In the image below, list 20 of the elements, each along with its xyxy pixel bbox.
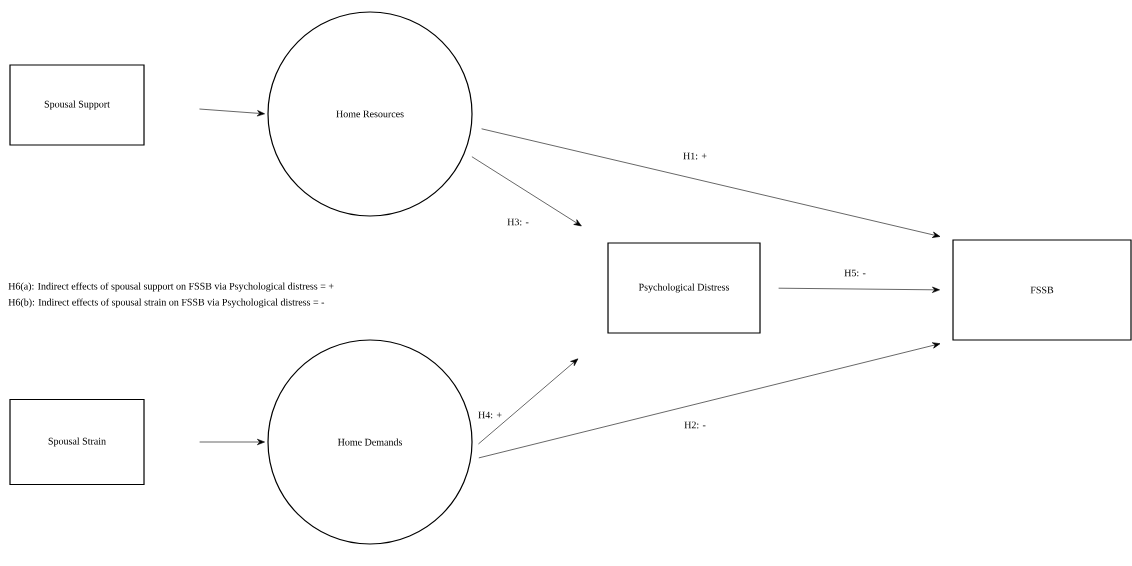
edge-label: H4: + — [477, 410, 503, 420]
edge-label: H2: - — [683, 420, 707, 430]
note-text: H6(b): Indirect effects of spousal strain on FSSB via Psychological distress = - — [8, 298, 325, 308]
rectangle-box: Psychological Distress — [607, 242, 761, 334]
edge-label: H3: - — [506, 217, 530, 227]
circle-node: Home Resources — [267, 11, 473, 217]
arrow — [199, 438, 265, 446]
circle-node: Home Demands — [267, 339, 473, 545]
edge-label: H1: + — [682, 151, 708, 161]
note-text: H6(a): Indirect effects of spousal support on FSSB via Psychological distress = + — [8, 282, 334, 292]
arrow — [478, 358, 579, 445]
rectangle-box: Spousal Strain — [9, 398, 145, 486]
arrow — [478, 342, 941, 459]
edge-label: H5: - — [843, 268, 867, 278]
arrow — [778, 286, 940, 293]
arrow — [199, 108, 265, 117]
arrow — [481, 128, 941, 238]
arrow — [471, 156, 582, 227]
rectangle-box: FSSB — [952, 239, 1132, 341]
rectangle-box: Spousal Support — [9, 64, 145, 146]
